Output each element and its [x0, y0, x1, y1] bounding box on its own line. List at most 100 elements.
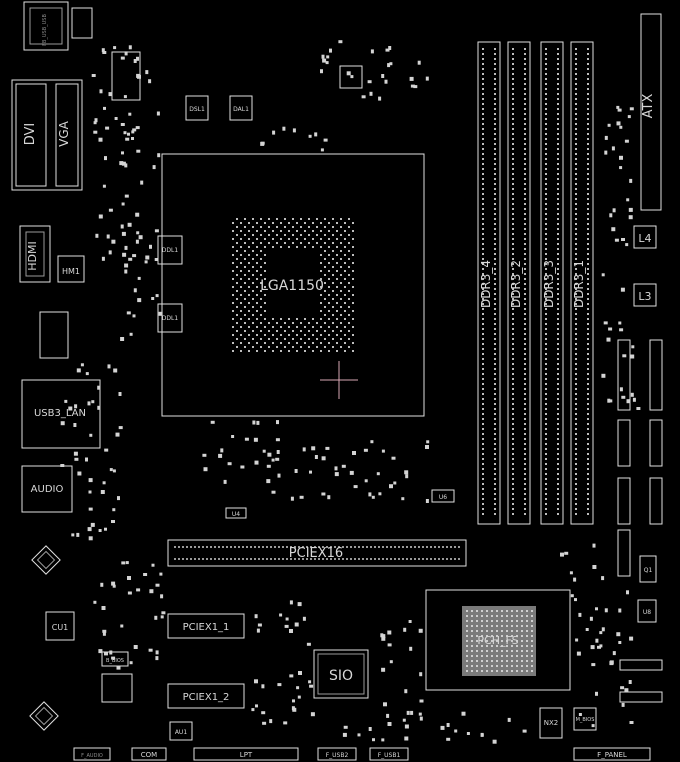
bottom-headers: F_AUDIO COM LPT F_USB2 F_USB1 F_PANEL [73, 747, 651, 761]
audio-label: AUDIO [31, 484, 64, 495]
bios-socket [101, 673, 133, 703]
au1-label: AU1 [175, 729, 187, 736]
hm1-label: HM1 [62, 267, 80, 276]
sata-connector [617, 339, 631, 411]
nx2-chip: NX2 [539, 707, 563, 739]
com-header [131, 747, 167, 761]
q1-label: Q1 [644, 567, 653, 574]
fb-usb-label: FB_USB_USB [42, 14, 48, 46]
ddr3-1-label: DDR3_1 [572, 260, 586, 308]
sio-chip: SIO [313, 649, 369, 699]
dvi-vga-connector: DVI VGA [11, 79, 83, 191]
f-usb1-header [369, 747, 409, 761]
b-bios-label: B_BIOS [106, 658, 124, 664]
u8-chip: U8 [637, 599, 657, 623]
b-bios-chip: B_BIOS [101, 651, 129, 667]
dimm-slot [477, 41, 501, 525]
hdmi-connector: HDMI [19, 225, 51, 283]
hdmi-label: HDMI [26, 241, 39, 270]
pciex16-slot: PCIEX16 [167, 539, 467, 567]
l3-label: L3 [638, 290, 651, 303]
ddl1-chip-top: DDL1 [157, 235, 183, 265]
sata-connector [649, 419, 663, 467]
ddl1-label-top: DDL1 [162, 247, 179, 254]
au1-chip: AU1 [169, 721, 193, 741]
sata-connector [617, 419, 631, 467]
f-usb2-header [317, 747, 357, 761]
pch-die [462, 606, 536, 676]
cpu-pin-grid [232, 218, 354, 352]
lpt-label: LPT [240, 751, 253, 759]
q1-chip: Q1 [639, 555, 657, 583]
u8-label: U8 [643, 609, 651, 616]
audio-connector: AUDIO [21, 465, 73, 513]
ddr3-4-label: DDR3_4 [479, 260, 493, 308]
dimm-slot [507, 41, 531, 525]
cpu-socket: LGA1150 [161, 153, 425, 417]
ddl1-chip-bottom: DDL1 [157, 303, 183, 333]
dsl1-label: DSL1 [189, 106, 205, 113]
ddr3-2-label: DDR3_2 [509, 260, 523, 308]
sata-connector [649, 477, 663, 525]
nx2-label: NX2 [544, 719, 559, 727]
cpu-socket-outline [161, 153, 425, 417]
pch-chip: PCH_FS [425, 589, 571, 691]
diamond-chip-upper [31, 545, 61, 575]
l3-inductor: L3 [633, 283, 657, 307]
pciex1-2-slot: PCIEX1_2 [167, 683, 245, 709]
vga-label: VGA [57, 120, 71, 147]
u6-label: U6 [439, 494, 447, 501]
sata-connector [617, 477, 631, 525]
u4-chip: U4 [225, 507, 247, 519]
com-label: COM [141, 751, 157, 759]
l4-inductor: L4 [633, 225, 657, 249]
usb-connector [39, 311, 69, 359]
sata-connectors [617, 339, 663, 703]
cpu-socket-label: LGA1150 [260, 278, 324, 294]
f-usb1-label: F_USB1 [378, 752, 401, 759]
dimm-slot [570, 41, 594, 525]
f-usb2-label: F_USB2 [326, 752, 349, 759]
dsl1-chip: DSL1 [185, 95, 209, 121]
pciex1-1-slot: PCIEX1_1 [167, 613, 245, 639]
dvi-label: DVI [23, 123, 38, 146]
sata-connector [649, 339, 663, 411]
cu1-chip: CU1 [45, 611, 75, 641]
dvi-vga-outline [11, 79, 83, 191]
hm1-chip [57, 255, 85, 283]
atx-label: ATX [641, 94, 656, 119]
small-header [71, 7, 93, 39]
f-audio-header [73, 747, 111, 761]
m-bios-chip: M_BIOS [573, 707, 597, 731]
dal1-chip: DAL1 [229, 95, 253, 121]
sio-label: SIO [329, 668, 353, 684]
m-bios-label: M_BIOS [576, 717, 595, 723]
cu1-label: CU1 [52, 623, 69, 632]
f-panel-label: F_PANEL [597, 751, 627, 759]
lpt-header [193, 747, 299, 761]
rear-io-top-connector: FB_USB_USB [23, 1, 69, 51]
passive-components [60, 40, 641, 744]
atx-power-connector: ATX [640, 13, 662, 211]
diamond-chip-lower [29, 701, 59, 731]
pch-label: PCH_FS [477, 634, 518, 647]
pciex16-label: PCIEX16 [289, 546, 343, 561]
pciex1-2-label: PCIEX1_2 [183, 692, 230, 703]
f-panel-header [573, 747, 651, 761]
usb3-lan-label: USB3_LAN [34, 408, 86, 419]
sata-connector [619, 659, 663, 671]
ddr3-3-label: DDR3_3 [542, 260, 556, 308]
sata-connector [617, 529, 631, 577]
crosshair-marker [320, 361, 358, 399]
dimm-slots [477, 41, 594, 525]
usb3-lan-connector: USB3_LAN [21, 379, 101, 449]
f-audio-label: F_AUDIO [81, 753, 103, 759]
u4-label: U4 [232, 511, 240, 518]
l4-label: L4 [638, 232, 651, 245]
pciex1-1-label: PCIEX1_1 [183, 622, 230, 633]
ddl1-label-bottom: DDL1 [162, 315, 179, 322]
dal1-label: DAL1 [233, 106, 249, 113]
sata-connector [619, 691, 663, 703]
u6-chip: U6 [431, 489, 455, 503]
